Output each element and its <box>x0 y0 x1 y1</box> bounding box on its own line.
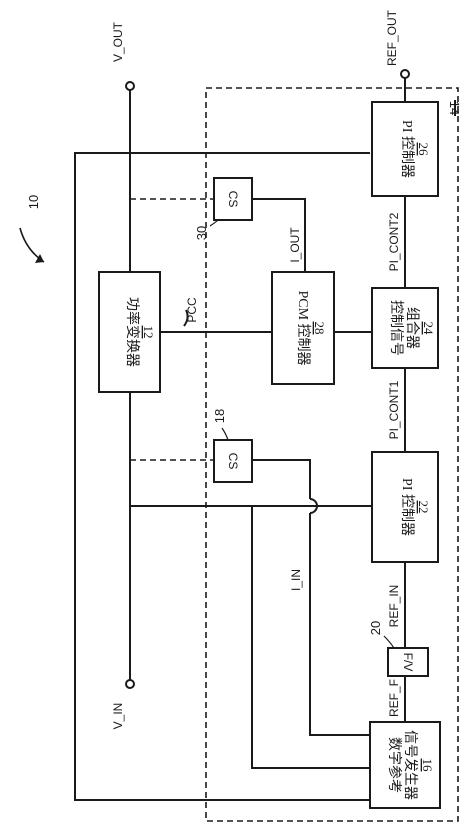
cs-30-box <box>213 177 253 221</box>
signal-ref-in-label: REF_IN <box>387 585 401 628</box>
ref-out-terminal <box>400 69 410 79</box>
fv-label: F/V <box>401 653 415 672</box>
pi-controller-22-number: 22 <box>416 501 431 514</box>
combiner-label-line1: 控制信号 <box>388 300 404 356</box>
signal-i-out-label: I_OUT <box>288 227 302 263</box>
cs-18-box <box>213 439 253 483</box>
cs-30-ref-number: 30 <box>194 226 209 240</box>
signal-pi-cont2-label: PI_CONT2 <box>387 212 401 271</box>
wire-outer-loop <box>74 152 370 801</box>
pcm-controller-number: 28 <box>312 322 327 335</box>
generator-label-line1: 数字参考 <box>386 737 403 793</box>
wire-i-in <box>252 459 311 499</box>
signal-v-in-label: V_IN <box>111 703 125 730</box>
cs-30-label: CS <box>226 191 240 208</box>
combiner-number: 24 <box>421 322 436 336</box>
signal-ref-f-label: REF_F <box>387 679 401 717</box>
wires <box>74 78 406 801</box>
power-converter-number: 12 <box>141 326 156 339</box>
cs-18-label: CS <box>226 453 240 470</box>
v-in-terminal <box>125 679 135 689</box>
figure-arrowhead <box>35 254 44 263</box>
generator-label-line2: 信号发生器 <box>402 730 418 800</box>
pi-controller-22-box <box>371 451 439 563</box>
fv-20-box <box>387 647 429 677</box>
combiner-label-line2: 组合器 <box>404 307 420 349</box>
pcc-leader <box>183 309 189 327</box>
pcm-controller-label: PCM 控制器 <box>295 290 311 365</box>
wire-i-out <box>252 198 306 272</box>
pi-controller-26-number: 26 <box>416 143 431 157</box>
fv-ref-number: 20 <box>368 621 383 635</box>
combiner-24-box <box>371 287 439 369</box>
pi-controller-26-label: PI 控制器 <box>399 120 415 178</box>
signal-v-out-label: V_OUT <box>111 21 125 62</box>
figure-label-10: 10 <box>26 195 41 209</box>
cs-30-leader <box>209 219 219 227</box>
signal-i-in-label: I_IN <box>289 569 303 591</box>
module-boundary <box>205 87 459 822</box>
cs-18-leader <box>221 427 229 441</box>
power-converter-12-box <box>98 271 161 393</box>
wire-i-in-hop <box>309 498 318 514</box>
generator-number: 16 <box>420 759 435 773</box>
power-converter-label: 功率变换器 <box>124 297 141 367</box>
pcm-controller-28-box <box>271 271 335 385</box>
wire-vin-generator <box>251 506 370 769</box>
fv-leader <box>383 635 395 649</box>
v-out-terminal <box>125 81 135 91</box>
cs-18-ref-number: 18 <box>212 409 227 423</box>
signal-ref-out-label: REF_OUT <box>385 9 399 66</box>
pi-controller-26-box <box>371 101 439 197</box>
wire-i-in-down <box>309 513 370 736</box>
pi-controller-22-label: PI 控制器 <box>399 478 415 536</box>
signal-pi-cont1-label: PI_CONT1 <box>387 380 401 439</box>
generator-16-box <box>369 721 441 809</box>
